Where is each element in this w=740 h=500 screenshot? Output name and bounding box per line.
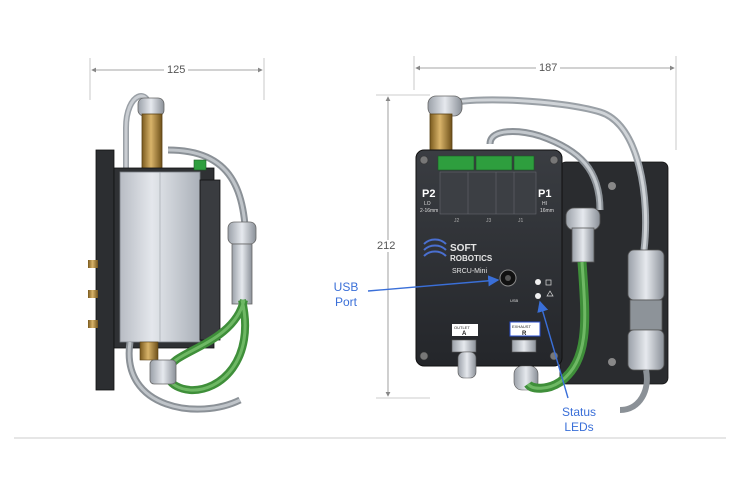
p1-label: P1 [538, 188, 551, 200]
screw-icon [419, 155, 429, 165]
usb-port-callout-line2: Port [334, 295, 357, 309]
usb-port-callout-line1: USB [333, 280, 359, 294]
p1-spec: 16mm [540, 208, 554, 214]
status-leds-callout-line2: LEDs [564, 420, 594, 434]
status-leds-callout: Status LEDs [556, 405, 602, 435]
p2-sub: LO [424, 201, 431, 207]
outlet-letter: A [462, 331, 467, 337]
usb-port-callout: USB Port [326, 280, 366, 310]
exhaust-label: EXHAUST [512, 324, 531, 329]
side-view [88, 58, 265, 413]
status-callout-arrow [537, 300, 569, 399]
dimension-height: 212 [374, 240, 399, 252]
p2-label: P2 [422, 188, 435, 200]
p2-spec: 2-16mm [420, 208, 438, 214]
exhaust-label-plate [509, 321, 541, 337]
power-icon [545, 279, 552, 286]
status-led-power [535, 279, 541, 285]
j3-label: J3 [486, 218, 492, 224]
p1-sub: HI [542, 201, 547, 207]
screw-icon [419, 351, 429, 361]
usb-callout-arrow [367, 275, 500, 292]
front-view: J2 J3 J1 P2 LO 2-16mm P1 HI 16mm SOFT RO… [376, 56, 677, 413]
model-label: SRCU-Mini [452, 268, 487, 275]
status-leds-callout-line1: Status [561, 405, 597, 419]
j1-label: J1 [518, 218, 524, 224]
outlet-label-plate [452, 324, 478, 336]
status-led-warning [535, 293, 541, 299]
brand-line2: ROBOTICS [450, 254, 493, 263]
usb-text: USB [510, 298, 519, 303]
dimension-front-width: 187 [536, 62, 561, 74]
outlet-label: OUTLET [454, 325, 470, 330]
j2-label: J2 [454, 218, 460, 224]
soft-robotics-logo-icon [423, 238, 447, 257]
dimension-side-width: 125 [164, 64, 189, 76]
brand-line1: SOFT [450, 243, 477, 254]
warning-icon [546, 290, 554, 297]
screw-icon [549, 155, 559, 165]
exhaust-letter: R [522, 331, 527, 337]
